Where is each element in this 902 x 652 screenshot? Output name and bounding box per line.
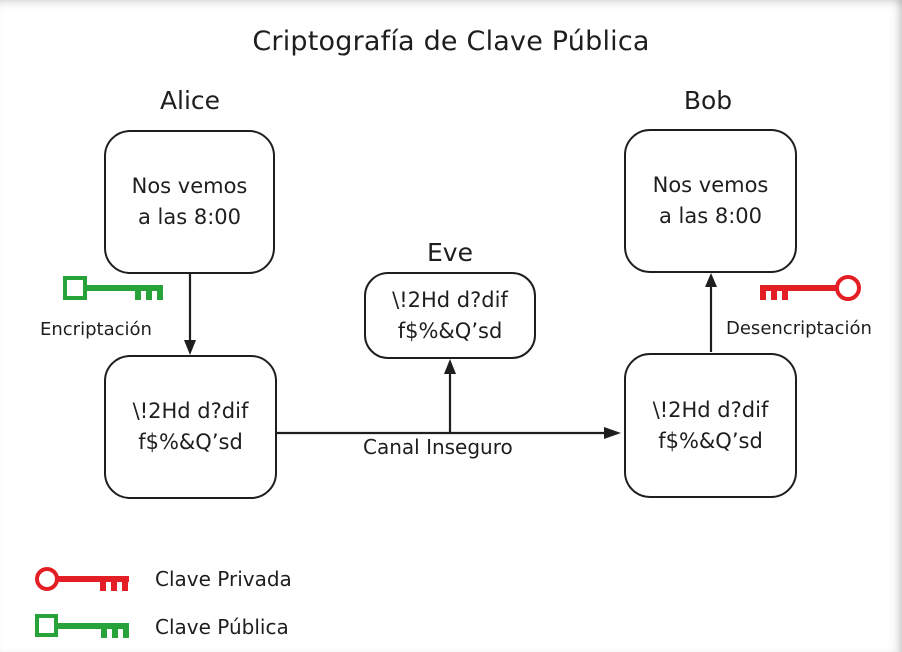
alice-ciphertext-line-2: f$%&Q’sd bbox=[138, 430, 243, 454]
decryption-label: Desencriptación bbox=[726, 318, 872, 339]
legend-public-key-icon bbox=[35, 614, 129, 638]
legend-private-key-label: Clave Privada bbox=[155, 567, 292, 591]
eve-arrowhead bbox=[444, 359, 456, 374]
decryption-arrowhead bbox=[705, 273, 717, 287]
bob-plaintext-line-1: Nos vemos bbox=[652, 173, 769, 197]
channel-arrowhead bbox=[604, 427, 621, 439]
red-key-icon bbox=[760, 275, 861, 301]
alice-plaintext-line-2: a las 8:00 bbox=[137, 205, 242, 229]
eve-ciphertext-line-1: \!2Hd d?dif bbox=[392, 287, 508, 312]
encryption-label: Encriptación bbox=[40, 319, 152, 340]
eve-label: Eve bbox=[427, 238, 473, 267]
alice-label: Alice bbox=[159, 86, 221, 115]
alice-ciphertext-line-1: \!2Hd d?dif bbox=[132, 399, 249, 423]
bob-ciphertext-line-1: \!2Hd d?dif bbox=[652, 397, 769, 422]
bob-ciphertext-line-2: f$%&Q’sd bbox=[658, 428, 763, 453]
eve-ciphertext-line-2: f$%&Q’sd bbox=[397, 318, 503, 343]
encryption-arrowhead bbox=[184, 340, 196, 355]
legend-public-key-label: Clave Pública bbox=[155, 615, 289, 639]
bob-plaintext-box: Nos vemos a las 8:00 bbox=[624, 129, 797, 273]
eve-ciphertext-box: \!2Hd d?dif f$%&Q’sd bbox=[364, 272, 536, 359]
alice-ciphertext-box: \!2Hd d?dif f$%&Q’sd bbox=[104, 355, 277, 499]
channel-label: Canal Inseguro bbox=[359, 435, 517, 459]
bob-ciphertext-box: \!2Hd d?dif f$%&Q’sd bbox=[624, 353, 797, 498]
bob-label: Bob bbox=[683, 86, 733, 115]
green-key-icon bbox=[63, 276, 163, 300]
alice-plaintext-box: Nos vemos a las 8:00 bbox=[104, 130, 275, 274]
bob-plaintext-line-2: a las 8:00 bbox=[658, 204, 763, 228]
legend-private-key-icon bbox=[35, 567, 129, 591]
diagram-title: Criptografía de Clave Pública bbox=[252, 26, 650, 57]
alice-plaintext-line-1: Nos vemos bbox=[131, 174, 248, 198]
